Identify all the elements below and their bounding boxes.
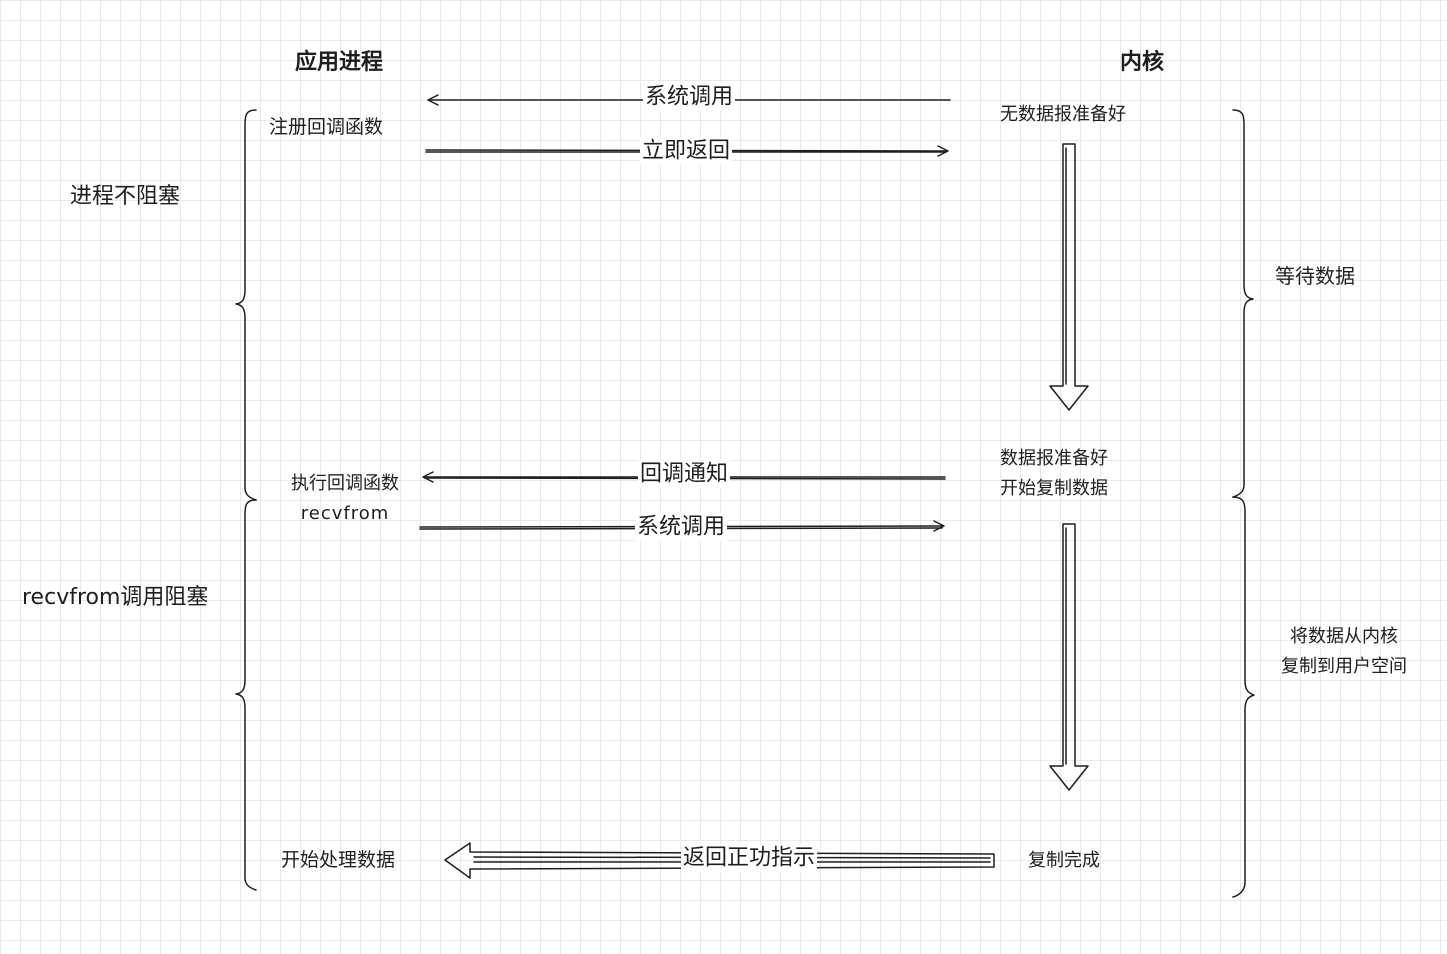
node-exec-callback: 执行回调函数: [291, 473, 399, 494]
label-return-immediately: 立即返回: [639, 137, 733, 165]
node-datagram-ready: 数据报准备好: [1000, 448, 1108, 469]
label-callback-notify: 回调通知: [637, 460, 731, 488]
arrow-callback-notify-head: [422, 471, 434, 483]
phase-wait-data: 等待数据: [1275, 264, 1355, 288]
phase-non-blocking: 进程不阻塞: [70, 184, 181, 209]
header-app-process: 应用进程: [295, 50, 384, 75]
brace-recvfrom-blocking: [235, 499, 257, 891]
phase-recvfrom-blocking: recvfrom调用阻塞: [22, 585, 209, 610]
node-register-callback: 注册回调函数: [269, 116, 384, 138]
brace-non-blocking: [235, 109, 257, 501]
arrow-syscall-2-head: [933, 520, 945, 532]
label-return-success: 返回正功指示: [680, 844, 818, 872]
arrow-syscall-1-head: [427, 94, 439, 106]
node-recvfrom: recvfrom: [300, 503, 390, 524]
node-start-copy: 开始复制数据: [1000, 478, 1108, 499]
label-syscall-1: 系统调用: [642, 83, 736, 111]
node-start-processing: 开始处理数据: [281, 849, 396, 871]
arrow-return-immediately-head: [937, 145, 949, 157]
header-kernel: 内核: [1120, 50, 1165, 75]
brace-wait-data: [1232, 109, 1254, 498]
big-down-arrow-wait: [1049, 143, 1089, 411]
node-no-datagram: 无数据报准备好: [1000, 104, 1126, 125]
big-down-arrow-copy: [1049, 523, 1089, 791]
label-syscall-2: 系统调用: [634, 513, 728, 541]
phase-copy-line2: 复制到用户空间: [1281, 656, 1407, 677]
big-left-arrow-return: [444, 842, 995, 879]
node-copy-done: 复制完成: [1028, 850, 1100, 871]
brace-copy-data: [1232, 496, 1255, 898]
phase-copy-line1: 将数据从内核: [1290, 626, 1398, 647]
